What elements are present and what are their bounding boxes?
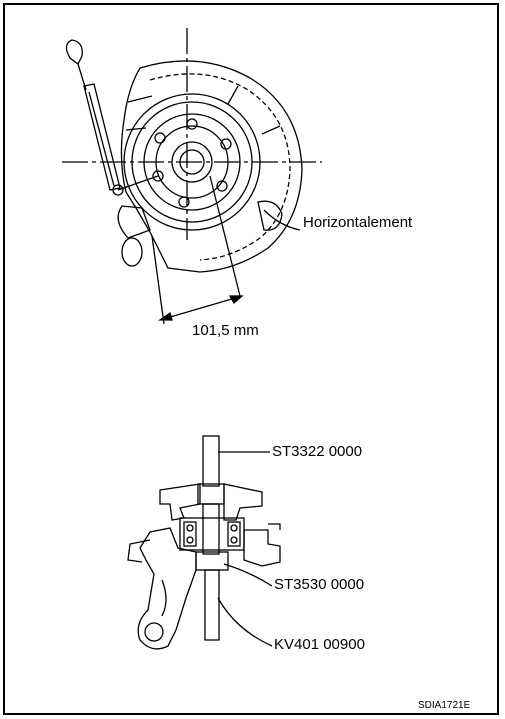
figure-code: SDIA1721E (418, 700, 471, 711)
leader-kv401 (217, 597, 273, 647)
hub-body (159, 483, 201, 521)
hub-diagram (62, 28, 322, 325)
press-nut (197, 483, 225, 505)
hub-ring-3 (155, 125, 229, 199)
hub-flange (143, 113, 241, 211)
knuckle-bracket-right (243, 529, 281, 567)
leader-st3530 (223, 563, 273, 587)
press-diagram (127, 435, 281, 650)
press-adapter (195, 551, 229, 571)
mounting-boss-right (257, 200, 283, 231)
gauge-rod (83, 83, 121, 191)
backing-plate (120, 60, 303, 273)
label-horizontal: Horizontalement (303, 214, 413, 231)
figure-frame (3, 3, 499, 715)
mounting-boss-left (117, 205, 151, 239)
knuckle-arm-left (137, 527, 197, 650)
knuckle-eye (144, 622, 164, 642)
wheel-bolts (152, 118, 232, 208)
label-tool-kv401: KV401 00900 (274, 636, 365, 653)
gauge-hook (65, 39, 83, 65)
backing-plate-rib (125, 85, 281, 135)
bearing-housing (179, 517, 245, 551)
hub-center (171, 141, 213, 183)
label-tool-st3322: ST3322 0000 (272, 443, 363, 460)
dimension-line (159, 295, 243, 321)
spindle (202, 503, 220, 555)
hub-ring-2 (131, 101, 253, 223)
leader-horizontal (263, 209, 301, 231)
backing-plate-inner (149, 73, 291, 261)
gauge-pivot (112, 184, 124, 196)
press-rod-top (202, 435, 220, 487)
label-tool-st3530: ST3530 0000 (274, 576, 365, 593)
hub-bore (179, 149, 205, 175)
press-rod-bottom (204, 569, 220, 641)
mounting-boss-hole (121, 237, 143, 267)
hub-outer-ring (123, 93, 261, 231)
label-dimension: 101,5 mm (192, 322, 259, 339)
